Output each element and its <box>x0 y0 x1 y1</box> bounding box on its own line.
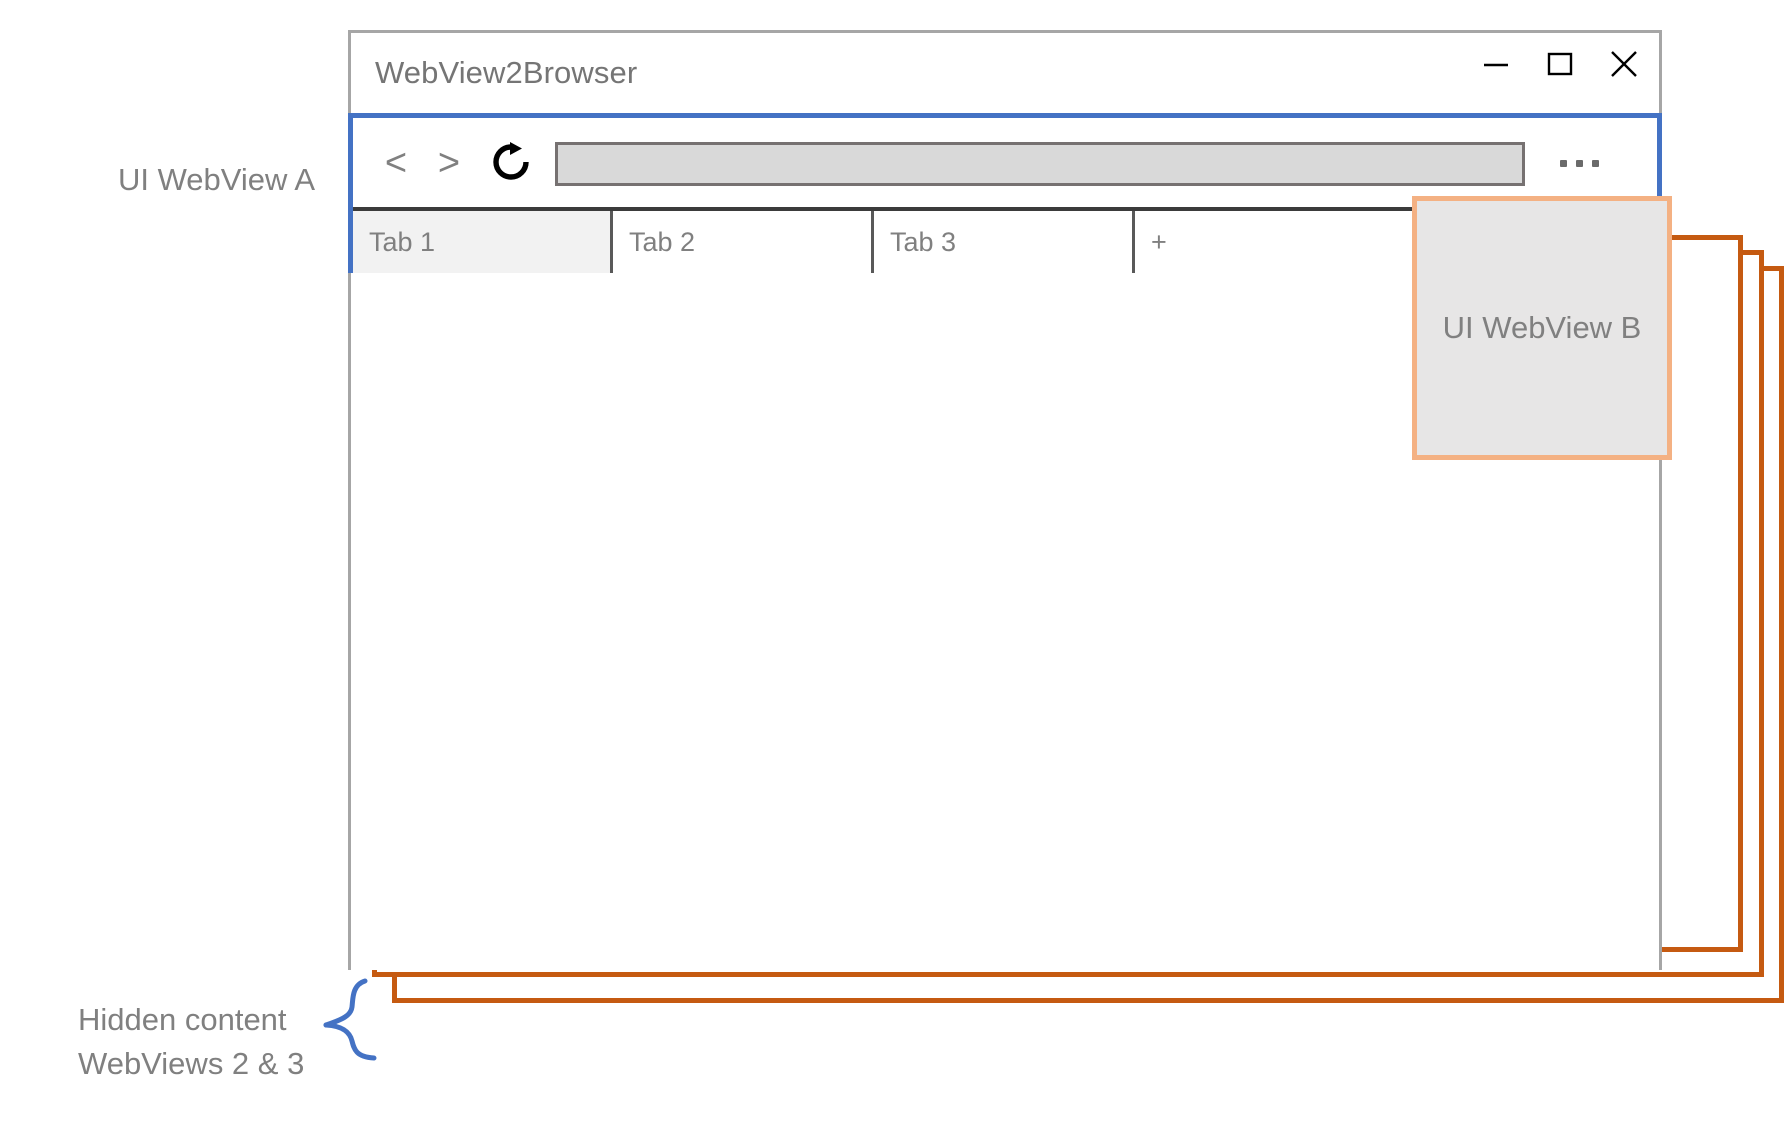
ui-webview-b-region: UI WebView B <box>1412 196 1672 460</box>
tab-3[interactable]: Tab 3 <box>874 211 1135 273</box>
browser-toolbar: < > <box>353 118 1657 207</box>
title-bar: WebView2Browser <box>351 33 1659 113</box>
window-controls <box>1479 47 1641 81</box>
app-window: WebView2Browser < > <box>348 30 1662 970</box>
minimize-icon[interactable] <box>1479 47 1513 81</box>
more-options-icon[interactable] <box>1549 145 1609 181</box>
forward-icon[interactable]: > <box>437 142 461 184</box>
dot <box>1591 159 1599 167</box>
ui-webview-b-label: UI WebView B <box>1442 310 1642 345</box>
dot <box>1575 159 1583 167</box>
annotation-hidden-content: Hidden content WebViews 2 & 3 <box>78 1002 305 1081</box>
new-tab-button[interactable]: + <box>1135 211 1305 273</box>
dot <box>1559 159 1567 167</box>
brace-pointer-icon <box>322 978 388 1069</box>
reload-icon[interactable] <box>489 140 533 184</box>
page-title: WebView2Browser <box>375 55 638 90</box>
tab-1[interactable]: Tab 1 <box>353 211 613 273</box>
address-input[interactable] <box>555 142 1525 186</box>
maximize-icon[interactable] <box>1543 47 1577 81</box>
back-icon[interactable]: < <box>384 142 408 184</box>
annotation-ui-webview-a: UI WebView A <box>118 162 316 197</box>
close-icon[interactable] <box>1607 47 1641 81</box>
tab-2[interactable]: Tab 2 <box>613 211 874 273</box>
